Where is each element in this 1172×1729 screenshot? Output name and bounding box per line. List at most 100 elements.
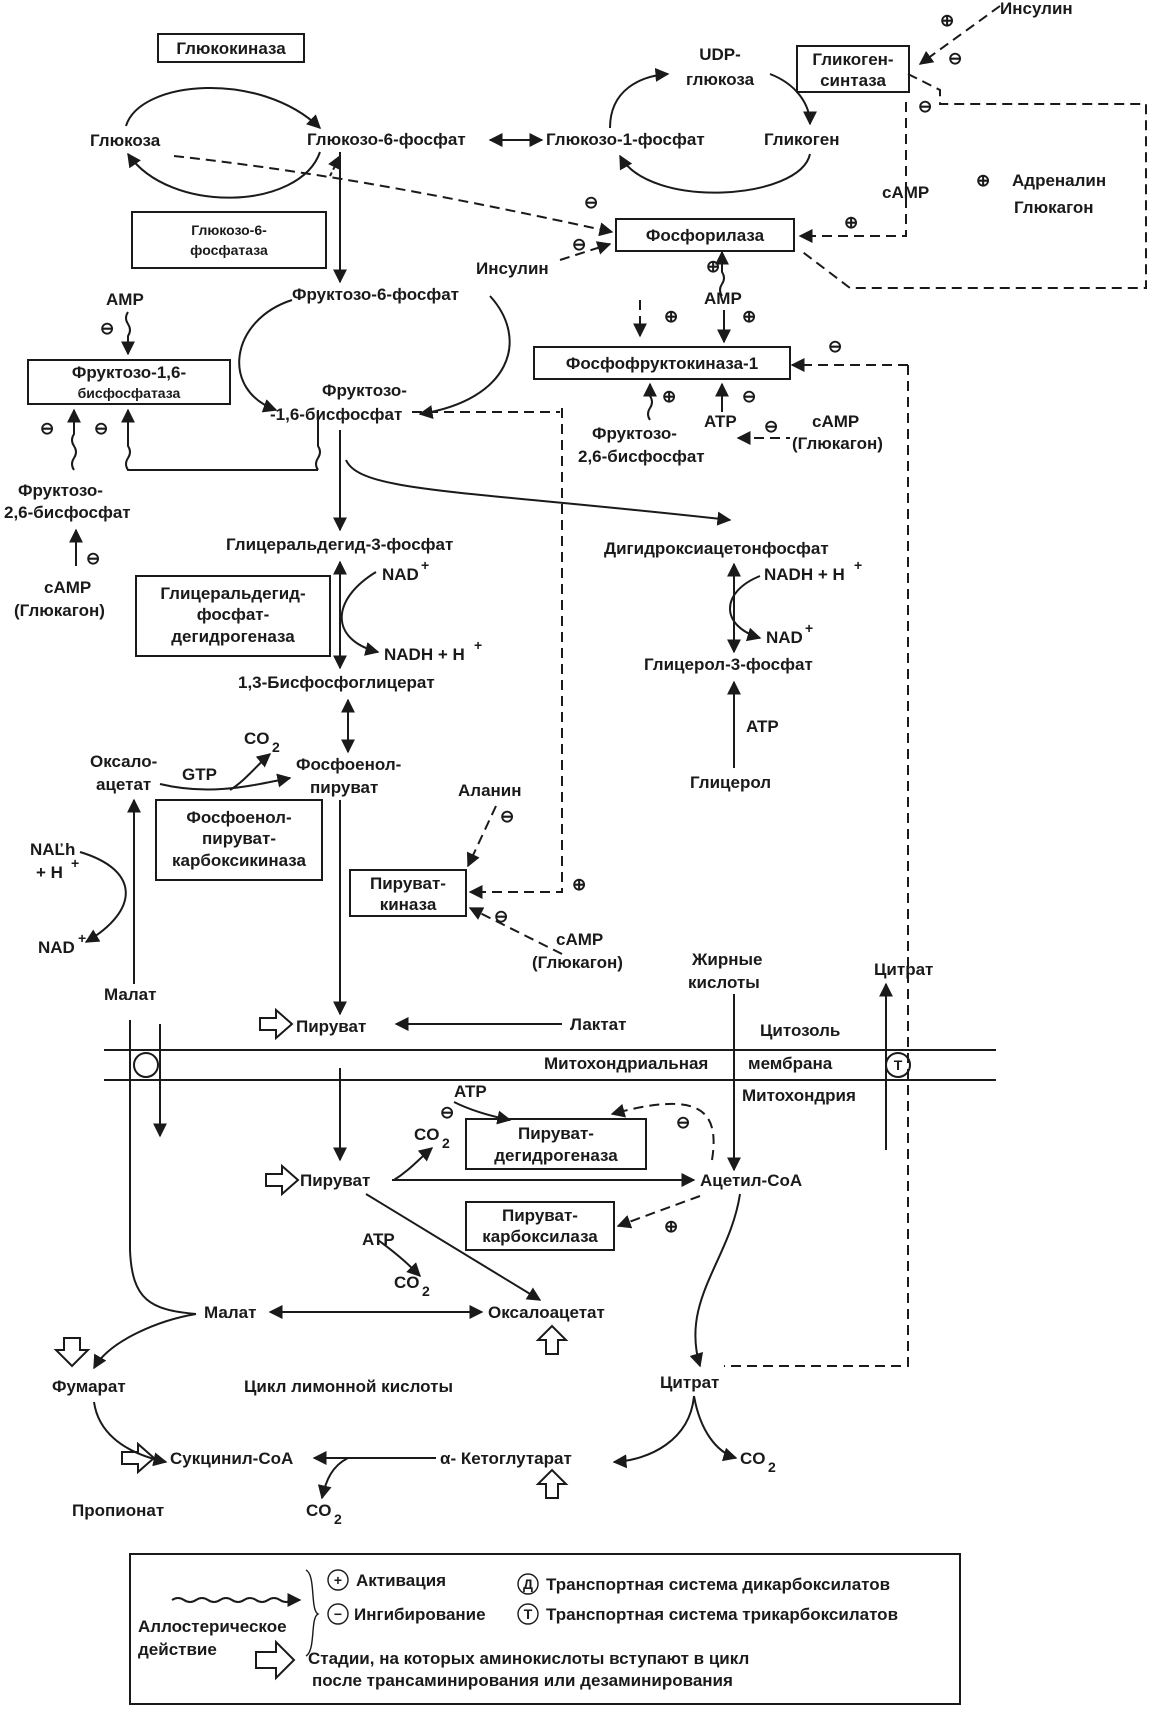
legend-dicarb-sign: Д [523, 1576, 533, 1592]
fatty-acids-2: кислоты [688, 973, 760, 992]
nad-malate-sup: + [78, 930, 86, 946]
f6p: Фруктозо-6-фосфат [292, 285, 459, 304]
camp-pk-1: cAMP [556, 930, 603, 949]
co2-pep-sub: 2 [272, 739, 280, 755]
glucokinase-label: Глюкокиназа [176, 39, 286, 58]
dhap: Дигидроксиацетонфосфат [604, 539, 829, 558]
entry-arrow-akg [535, 1468, 569, 1499]
membrane-label-1: Митохондриальная [544, 1054, 708, 1073]
enzyme-pfk1: Фосфофруктокиназа-1 [533, 346, 791, 380]
udp-glucose-1: UDP- [699, 45, 741, 64]
fumarate: Фумарат [52, 1377, 126, 1396]
nad-gap: NAD + [382, 557, 429, 584]
acetyl-coa: Ацетил-CoA [700, 1171, 802, 1190]
enzyme-phosphorylase: Фосфорилаза [615, 218, 795, 252]
pepck-label-3: карбоксикиназа [172, 851, 307, 870]
g1p: Глюкозо-1-фосфат [546, 130, 705, 149]
legend-activation-sign: + [334, 1572, 342, 1588]
co2-succinyl-sub: 2 [334, 1511, 342, 1527]
nadh-malate-2-sup: + [71, 855, 79, 871]
enzyme-pyruvate-kinase: Пируват- киназа [349, 869, 467, 917]
sign-plus-5: ⊕ [664, 307, 678, 326]
camp-glucagon-right-2: (Глюкагон) [792, 434, 883, 453]
sign-minus-9: ⊖ [40, 419, 54, 438]
bpg: 1,3-Бисфосфоглицерат [238, 673, 435, 692]
sign-plus-4: ⊕ [706, 257, 720, 276]
atp-pdh: ATP [454, 1082, 487, 1101]
entry-arrow-pyruvate-cyt [259, 1007, 294, 1041]
nad-dhap-text: NAD [766, 628, 803, 647]
legend-tricarb: Транспортная система трикарбоксилатов [546, 1605, 898, 1624]
g6pase-label-2: фосфатаза [190, 242, 268, 258]
sign-plus-3: ⊕ [844, 213, 858, 232]
nad-dhap: NAD + [766, 620, 813, 647]
fatty-acids-1: Жирные [691, 950, 762, 969]
co2-akg: CO 2 [740, 1449, 776, 1475]
legend-tricarb-sign: Т [524, 1606, 533, 1622]
adrenaline: Адреналин [1012, 171, 1106, 190]
fbp-1: Фруктозо- [322, 381, 407, 400]
sign-minus-10: ⊖ [94, 419, 108, 438]
co2-pep: CO 2 [244, 729, 280, 755]
co2-pc-sub: 2 [422, 1283, 430, 1299]
entry-arrow-pyruvate-mito [265, 1163, 300, 1197]
phosphorylase-label: Фосфорилаза [646, 226, 765, 245]
alanine: Аланин [458, 781, 522, 800]
insulin-top: Инсулин [1000, 0, 1073, 18]
malate-cytosol: Малат [104, 985, 156, 1004]
pepck-label-1: Фосфоенол- [186, 808, 291, 827]
amp-left: AMP [106, 290, 144, 309]
nad-dhap-sup: + [805, 620, 813, 636]
co2-pc-text: CO [394, 1273, 420, 1292]
nadh-malate-2-text: + H [36, 863, 63, 882]
legend-allosteric-wave [171, 1593, 302, 1607]
nadh-gap: NADH + H + [384, 637, 482, 664]
co2-pdh: CO 2 [414, 1125, 450, 1151]
pfk1-label: Фосфофруктокиназа-1 [566, 354, 758, 373]
legend-activation: Активация [356, 1571, 446, 1590]
gap: Глицеральдегид-3-фосфат [226, 535, 453, 554]
membrane-label-2: мембрана [748, 1054, 833, 1073]
glucagon: Глюкагон [1014, 198, 1094, 217]
pepck-label-2: пируват- [202, 829, 276, 848]
enzyme-g6pase: Глюкозо-6- фосфатаза [131, 211, 327, 269]
g6p: Глюкозо-6-фосфат [307, 130, 466, 149]
alpha-ketoglutarate: α- Кетоглутарат [440, 1449, 572, 1468]
sign-minus-13: ⊖ [494, 907, 508, 926]
cytosol-label: Цитозоль [760, 1021, 840, 1040]
enzyme-gapdh: Глицеральдегид- фосфат- дегидрогеназа [135, 575, 331, 657]
sign-plus-8: ⊕ [572, 875, 586, 894]
legend-allosteric-1: Аллостерическое [138, 1617, 287, 1636]
sign-minus-5: ⊖ [100, 319, 114, 338]
sign-minus-7: ⊖ [742, 387, 756, 406]
nad-gap-sup: + [421, 557, 429, 573]
tricarboxylate-transporter-icon [885, 1052, 911, 1078]
entry-arrow-succinyl [121, 1441, 156, 1475]
f26bp-left-2: 2,6-бисфосфат [4, 503, 131, 522]
nad-malate-text: NAD [38, 938, 75, 957]
malate-mito: Малат [204, 1303, 256, 1322]
udp-glucose-2: глюкоза [686, 70, 755, 89]
enzyme-pdh: Пируват- дегидрогеназа [465, 1118, 647, 1170]
nad-gap-text: NAD [382, 565, 419, 584]
nadh-dhap-sup: + [854, 557, 862, 573]
oaa-cyt-1: Оксало- [90, 752, 157, 771]
tca-label: Цикл лимонной кислоты [244, 1377, 453, 1396]
oaa-cyt-2: ацетат [96, 775, 151, 794]
camp-left-1: cAMP [44, 578, 91, 597]
oaa-mito: Оксалоацетат [488, 1303, 605, 1322]
atp-glycerol: ATP [746, 717, 779, 736]
co2-akg-sub: 2 [768, 1459, 776, 1475]
sign-plus-9: ⊕ [664, 1217, 678, 1236]
mitochondria-label: Митохондрия [742, 1086, 856, 1105]
sign-minus-3: ⊖ [584, 193, 598, 212]
glycogen-synthase-label-1: Гликоген- [812, 50, 893, 69]
legend-tricarb-icon [517, 1603, 539, 1625]
legend-entry-arrow-icon [255, 1639, 296, 1681]
sign-minus-12: ⊖ [500, 807, 514, 826]
sign-minus-2: ⊖ [918, 97, 932, 116]
amino-acid-entry-arrows [53, 1007, 569, 1499]
regulation-signs: ⊕ ⊖ ⊖ ⊕ ⊕ ⊖ ⊖ ⊕ ⊖ ⊕ ⊕ ⊖ ⊕ ⊖ ⊖ ⊖ ⊖ ⊖ ⊖ ⊕ … [40, 11, 990, 1236]
glycerol: Глицерол [690, 773, 771, 792]
